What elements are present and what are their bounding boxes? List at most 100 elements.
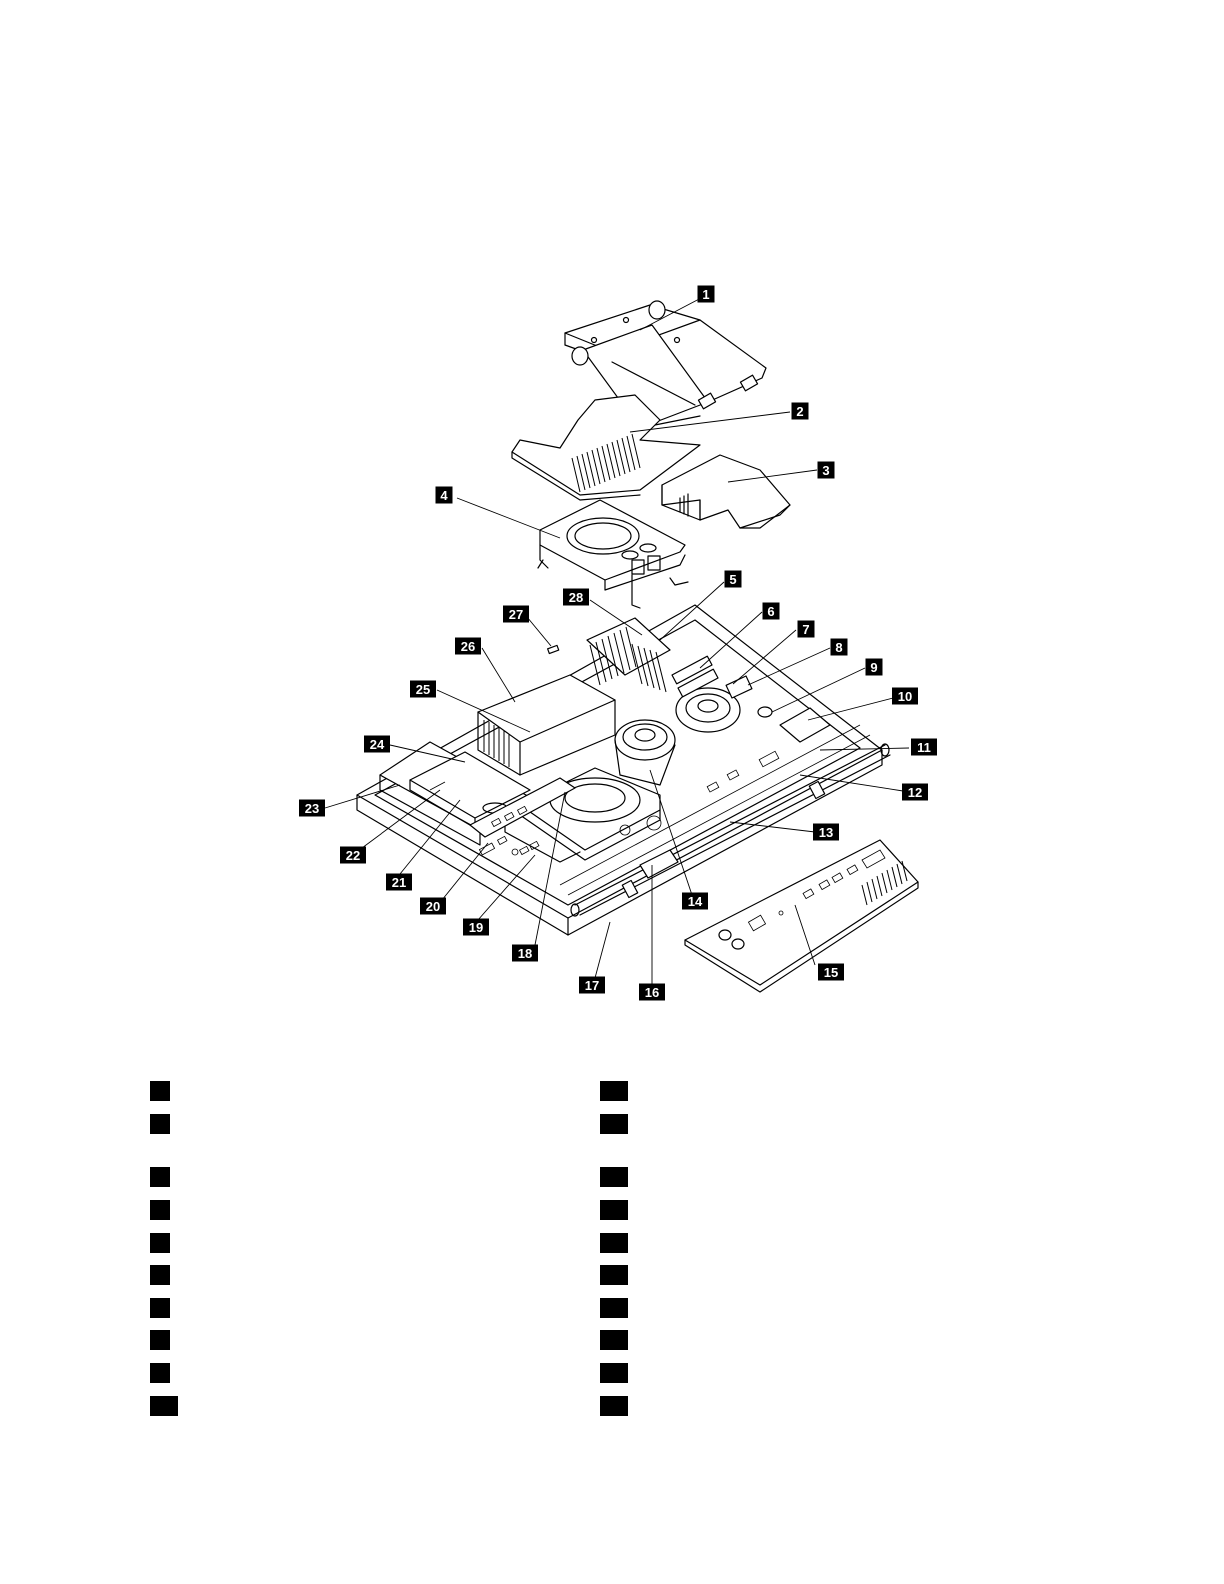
callout-number: 9 — [870, 660, 877, 675]
legend-key-7 — [150, 1298, 170, 1318]
callout-number: 21 — [392, 875, 406, 890]
callout-number: 20 — [426, 899, 440, 914]
legend-key-19 — [600, 1363, 628, 1383]
callout-number: 26 — [461, 639, 475, 654]
legend-key-11 — [600, 1081, 628, 1101]
callout-16: 16 — [639, 983, 665, 1001]
callout-box — [911, 738, 937, 756]
callout-11: 11 — [911, 738, 937, 756]
callout-15: 15 — [818, 963, 844, 981]
callout-23: 23 — [299, 799, 325, 817]
callout-box — [463, 918, 489, 936]
callout-number: 24 — [370, 737, 385, 752]
callout-number: 6 — [767, 604, 774, 619]
callout-9: 9 — [865, 658, 883, 676]
memory-module-part — [671, 655, 719, 698]
callout-18: 18 — [512, 944, 538, 962]
legend-key-15 — [600, 1233, 628, 1253]
callout-box — [865, 658, 883, 676]
callout-box — [340, 846, 366, 864]
legend-key-6 — [150, 1265, 170, 1285]
callout-box — [797, 620, 815, 638]
callout-number: 27 — [509, 607, 523, 622]
legend-key-14 — [600, 1200, 628, 1220]
callout-labels: 1234567891011121314151617181920212223242… — [299, 285, 937, 1001]
callout-box — [813, 823, 839, 841]
callout-box — [420, 897, 446, 915]
callout-box — [410, 680, 436, 698]
callout-number: 25 — [416, 682, 430, 697]
callout-number: 17 — [585, 978, 599, 993]
callout-number: 23 — [305, 801, 319, 816]
callout-box — [817, 461, 835, 479]
heatsink-part — [586, 617, 671, 693]
callout-box — [682, 892, 708, 910]
callout-box — [503, 605, 529, 623]
callout-box — [639, 983, 665, 1001]
callout-28: 28 — [563, 588, 589, 606]
callout-number: 3 — [822, 463, 829, 478]
callout-25: 25 — [410, 680, 436, 698]
callout-12: 12 — [902, 783, 928, 801]
callout-number: 18 — [518, 946, 532, 961]
callout-7: 7 — [797, 620, 815, 638]
rail-part — [570, 743, 891, 917]
callout-number: 16 — [645, 985, 659, 1000]
callout-number: 10 — [898, 689, 912, 704]
callout-number: 2 — [796, 404, 803, 419]
legend-key-17 — [600, 1298, 628, 1318]
callout-number: 19 — [469, 920, 483, 935]
callout-8: 8 — [830, 638, 848, 656]
callout-box — [791, 402, 809, 420]
legend-key-20 — [600, 1396, 628, 1416]
callout-19: 19 — [463, 918, 489, 936]
callout-number: 12 — [908, 785, 922, 800]
callout-box — [563, 588, 589, 606]
callout-number: 11 — [917, 740, 931, 755]
callout-number: 8 — [835, 640, 842, 655]
callout-4: 4 — [435, 486, 453, 504]
legend-key-5 — [150, 1233, 170, 1253]
legend-key-4 — [150, 1200, 170, 1220]
legend-key-8 — [150, 1330, 170, 1350]
callout-20: 20 — [420, 897, 446, 915]
callout-6: 6 — [762, 602, 780, 620]
callout-2: 2 — [791, 402, 809, 420]
system-fan-part — [675, 675, 753, 733]
legend-key-2 — [150, 1114, 170, 1134]
callout-17: 17 — [579, 976, 605, 994]
legend-key-3 — [150, 1167, 170, 1187]
callout-box — [830, 638, 848, 656]
callout-22: 22 — [340, 846, 366, 864]
legend-key-13 — [600, 1167, 628, 1187]
callout-number: 28 — [569, 590, 583, 605]
callout-10: 10 — [892, 687, 918, 705]
callout-number: 14 — [688, 894, 703, 909]
callout-5: 5 — [724, 570, 742, 588]
callout-number: 1 — [702, 287, 709, 302]
callout-number: 15 — [824, 965, 838, 980]
callout-box — [697, 285, 715, 303]
callout-number: 5 — [729, 572, 736, 587]
legend-key-10 — [150, 1396, 178, 1416]
legend-key-1 — [150, 1081, 170, 1101]
callout-14: 14 — [682, 892, 708, 910]
callout-26: 26 — [455, 637, 481, 655]
callout-21: 21 — [386, 873, 412, 891]
air-duct-part — [661, 454, 791, 529]
legend-key-9 — [150, 1363, 170, 1383]
io-cover-part — [684, 839, 919, 993]
cpu-bracket-part — [537, 499, 689, 609]
wireless-card-part — [757, 706, 831, 743]
callout-box — [299, 799, 325, 817]
legend-key-16 — [600, 1265, 628, 1285]
callout-box — [892, 687, 918, 705]
callout-number: 7 — [802, 622, 809, 637]
rear-io-part — [469, 750, 780, 856]
callout-box — [512, 944, 538, 962]
callout-box — [455, 637, 481, 655]
callout-number: 22 — [346, 848, 360, 863]
callout-3: 3 — [817, 461, 835, 479]
legend-key-12 — [600, 1114, 628, 1134]
